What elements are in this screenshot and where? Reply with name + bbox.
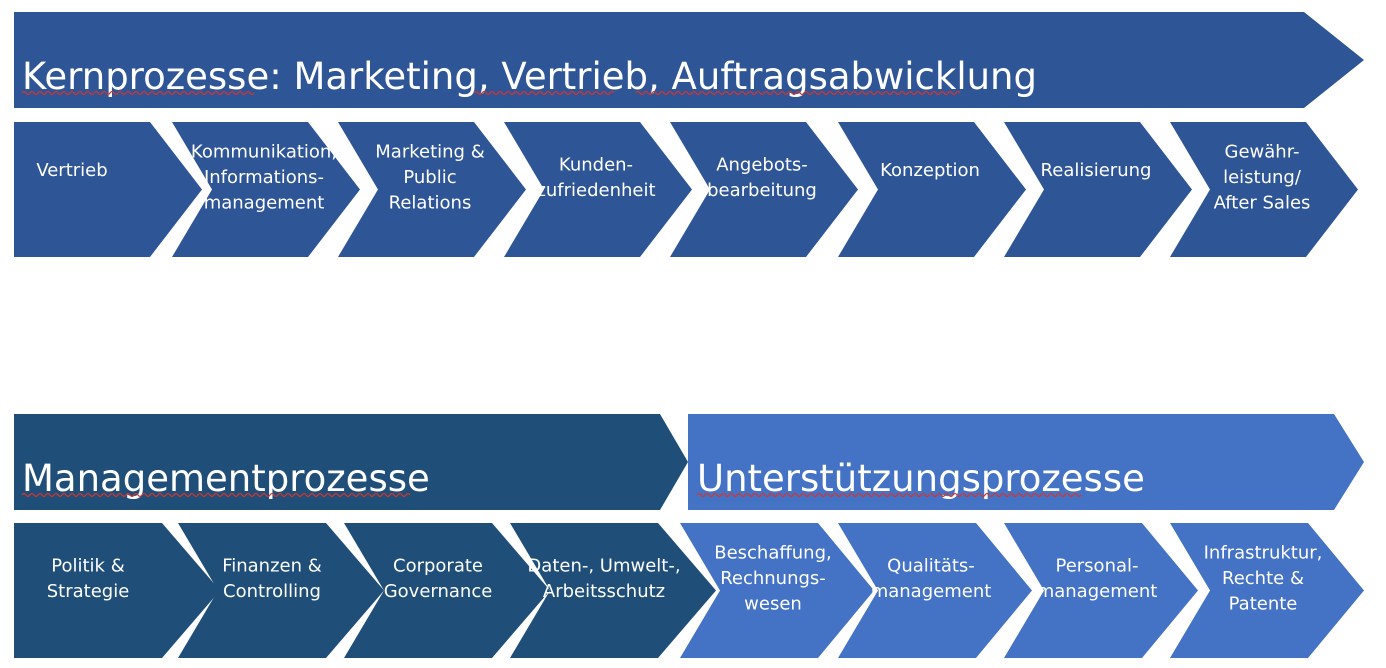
process-step-kunden-zufriedenheit: Kunden-zufriedenheit [504,122,692,257]
chevron-shape [14,523,220,658]
step-label-line: Personal- [1055,555,1138,576]
step-label-line: After Sales [1214,193,1311,214]
chevron-shape [338,122,526,257]
support-banner-title: Unterstützungsprozesse [697,457,1145,500]
chevron-shape [504,122,692,257]
step-label-line: Konzeption [880,160,980,181]
process-step-angebots-bearbeitung: Angebots-bearbeitung [670,122,858,257]
process-step-infrastruktur-rechte-patente: Infrastruktur, Rechte & Patente [1170,523,1364,658]
step-label-line: Corporate [393,555,483,576]
step-label-line: management [1037,581,1158,602]
management-support-process-steps: Politik & Strategie Finanzen & Controlling C… [14,523,1364,658]
chevron-shape [510,523,716,658]
step-label-line: Informations- [204,167,324,188]
step-label-line: Realisierung [1041,160,1152,181]
step-label-line: bearbeitung [707,180,817,201]
management-banner-arrow [14,414,688,510]
step-label-line: Vertrieb [36,160,107,181]
support-processes-banner: Unterstützungsprozesse [688,414,1364,510]
management-banner-title: Managementprozesse [22,457,430,500]
chevron-shape [14,122,202,257]
spellcheck-underline [21,90,255,96]
chevron-shape [172,122,360,257]
step-label-line: Public [403,167,456,188]
core-banner-title: Kernprozesse: Marketing, Vertrieb, Auftr… [22,55,1037,98]
step-label-line: Politik & [51,555,124,576]
chevron-shape [680,523,874,658]
step-label-line: Strategie [47,581,130,602]
step-label-line: Rechnungs- [720,568,826,589]
chevron-shape [1170,523,1364,658]
spellcheck-underline [635,90,961,96]
step-label-line: Relations [389,193,472,214]
support-banner-arrow [688,414,1364,510]
step-label-line: Angebots- [716,154,808,175]
spellcheck-underline [21,492,411,498]
step-label-line: Marketing & [375,142,484,163]
step-label-line: leistung/ [1223,167,1302,188]
core-process-steps: Vertrieb Kommunikation, Informations-manag… [14,122,1358,257]
process-step-beschaffung-rechnungs-wesen: Beschaffung, Rechnungs-wesen [680,523,874,658]
step-label-line: Governance [384,581,493,602]
step-label-line: management [204,193,325,214]
core-processes-banner: Kernprozesse: Marketing, Vertrieb, Auftr… [14,12,1364,108]
chevron-shape [1004,523,1198,658]
step-label-line: zufriedenheit [536,180,655,201]
process-step-konzeption: Konzeption [838,122,1026,257]
chevron-shape [670,122,858,257]
step-label-line: Controlling [223,581,321,602]
management-processes-banner: Managementprozesse [14,414,688,510]
step-label-line: Infrastruktur, [1204,543,1323,564]
step-label-line: Daten-, Umwelt-, [527,555,680,576]
process-step-realisierung: Realisierung [1004,122,1192,257]
step-label-line: wesen [744,594,802,615]
chevron-shape [838,523,1032,658]
chevron-shape [838,122,1026,257]
step-label-line: management [871,581,992,602]
process-step-daten-umwelt-arbeitsschutz: Daten-, Umwelt-, Arbeitsschutz [510,523,716,658]
chevron-shape [1004,122,1192,257]
step-label-line: Finanzen & [222,555,322,576]
process-step-personal-management: Personal-management [1004,523,1198,658]
process-step-vertrieb: Vertrieb [14,122,202,257]
step-label-line: Rechte & [1222,568,1304,589]
process-step-kommunikation-informations-management: Kommunikation, Informations-management [172,122,360,257]
step-label-line: Patente [1229,594,1298,615]
spellcheck-underline [473,90,615,96]
process-step-finanzen-controlling: Finanzen & Controlling [178,523,384,658]
spellcheck-underline [696,492,1082,498]
chevron-shape [178,523,384,658]
process-step-qualitaets-management: Qualitäts-management [838,523,1032,658]
step-label-line: Kunden- [559,154,633,175]
step-label-line: Arbeitsschutz [543,581,665,602]
step-label-line: Beschaffung, [714,543,832,564]
process-step-gewaehr-leistung-after-sales: Gewähr-leistung/After Sales [1170,122,1358,257]
step-label-line: Kommunikation, [191,142,337,163]
step-label-line: Gewähr- [1225,142,1300,163]
chevron-shape [1170,122,1358,257]
chevron-shape [344,523,550,658]
core-banner-arrow [14,12,1364,108]
step-label-line: Qualitäts- [887,555,975,576]
process-step-politik-strategie: Politik & Strategie [14,523,220,658]
